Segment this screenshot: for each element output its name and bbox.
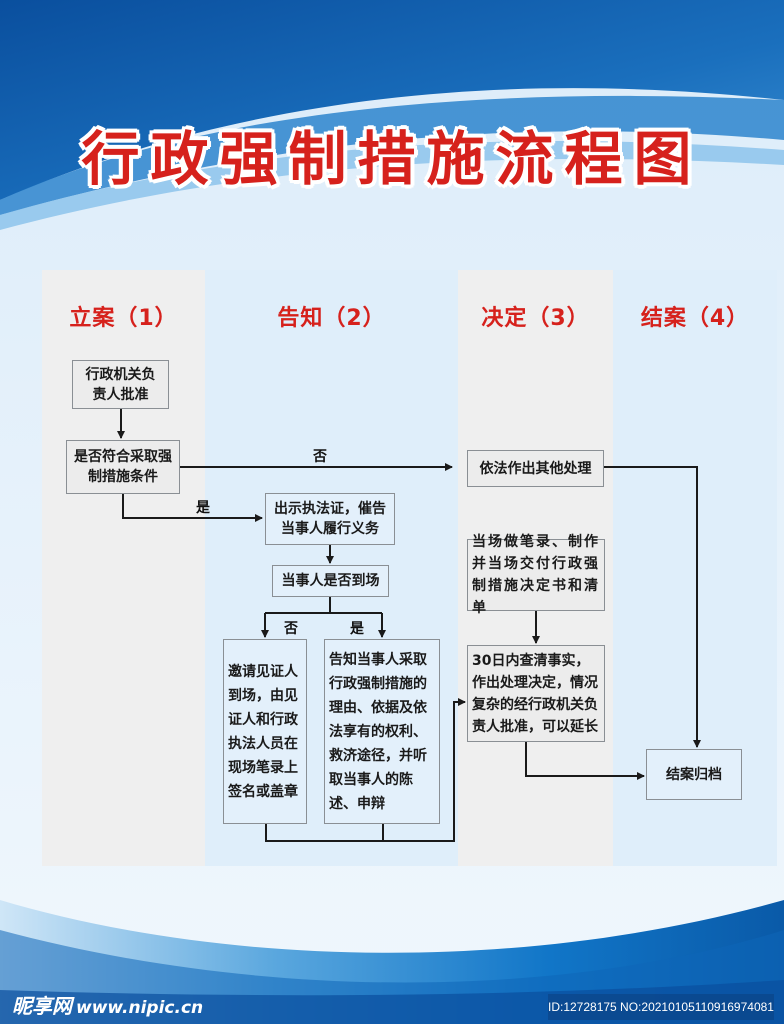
node-other-handling: 依法作出其他处理 [467, 450, 604, 487]
watermark-site-name: 昵享网 [12, 994, 72, 1018]
column-header-close: 结案（4） [640, 306, 750, 331]
node-close-archive: 结案归档 [646, 749, 742, 800]
edge-label-condition-no: 否 [313, 449, 327, 465]
column-header-filing: 立案（1） [69, 306, 178, 331]
node-condition: 是否符合采取强制措施条件 [66, 440, 180, 494]
edge-label-condition-yes: 是 [196, 500, 210, 516]
node-thirty-days: 30日内查清事实，作出处理决定，情况复杂的经行政机关负责人批准，可以延长 [467, 645, 605, 742]
node-party-present: 当事人是否到场 [272, 565, 389, 597]
node-approve: 行政机关负责人批准 [72, 360, 169, 409]
column-header-decision: 决定（3） [481, 306, 590, 331]
node-present-action: 告知当事人采取行政强制措施的理由、依据及依法享有的权利、救济途径，并听取当事人的… [324, 639, 440, 824]
page-title: 行政强制措施流程图 [81, 125, 703, 193]
node-show-cert: 出示执法证，催告当事人履行义务 [265, 493, 395, 545]
node-onsite-record: 当场做笔录、制作并当场交付行政强制措施决定书和清单 [467, 534, 605, 616]
node-absent-action: 邀请见证人到场，由见证人和行政执法人员在现场笔录上签名或盖章 [223, 639, 307, 824]
column-header-notify: 告知（2） [277, 306, 386, 331]
watermark-url: www.nipic.cn [76, 998, 204, 1018]
edge-label-present-yes: 是 [350, 621, 364, 637]
edge-label-present-no: 否 [284, 621, 298, 637]
watermark-id: ID:12728175 NO:20210105110916974081 [548, 994, 774, 1020]
